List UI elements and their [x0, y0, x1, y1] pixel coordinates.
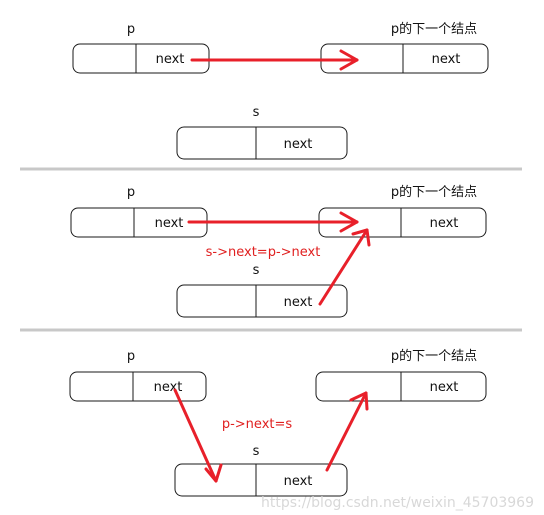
arrow-s-to-next — [318, 228, 371, 306]
label-p: p — [127, 349, 135, 364]
node-p-next-field: next — [154, 380, 183, 395]
label-next-node: p的下一个结点 — [391, 21, 477, 37]
node-p: next — [72, 43, 210, 74]
arrow-p-to-s — [173, 388, 223, 483]
section-1-before-insert: p p的下一个结点 next next s next — [72, 21, 489, 160]
label-s: s — [253, 444, 260, 459]
node-s-next-field: next — [284, 137, 313, 152]
label-next-node: p的下一个结点 — [391, 348, 477, 364]
node-p-next: next — [315, 371, 487, 402]
node-s: next — [176, 284, 348, 318]
node-s: next — [176, 126, 348, 160]
label-p: p — [127, 185, 135, 200]
label-s: s — [253, 105, 260, 120]
node-s-next-field: next — [284, 474, 313, 489]
node-p-next-next-field: next — [430, 216, 459, 231]
section-3-link-p: p p的下一个结点 next next p->next=s s next — [69, 348, 487, 497]
arrow-p-to-next — [187, 211, 359, 233]
label-s: s — [253, 263, 260, 278]
node-s-next-field: next — [284, 295, 313, 310]
node-p: next — [69, 371, 207, 402]
node-p-next-next-field: next — [432, 52, 461, 67]
node-p-next: next — [320, 43, 489, 74]
section-2-link-s: p p的下一个结点 next next s->next=p->next s ne… — [70, 184, 487, 318]
node-p-next-field: next — [155, 216, 184, 231]
label-next-node: p的下一个结点 — [391, 184, 477, 200]
node-s: next — [174, 463, 348, 497]
arrow-p-to-next — [190, 49, 359, 71]
annotation-s-next-eq-p-next: s->next=p->next — [206, 245, 321, 260]
label-p: p — [127, 22, 135, 37]
node-p-next-next-field: next — [430, 380, 459, 395]
annotation-p-next-eq-s: p->next=s — [222, 417, 293, 432]
node-p-next-field: next — [156, 52, 185, 67]
node-p: next — [70, 207, 208, 238]
watermark: https://blog.csdn.net/weixin_45703969 — [261, 495, 534, 511]
arrow-s-to-next — [325, 391, 369, 472]
